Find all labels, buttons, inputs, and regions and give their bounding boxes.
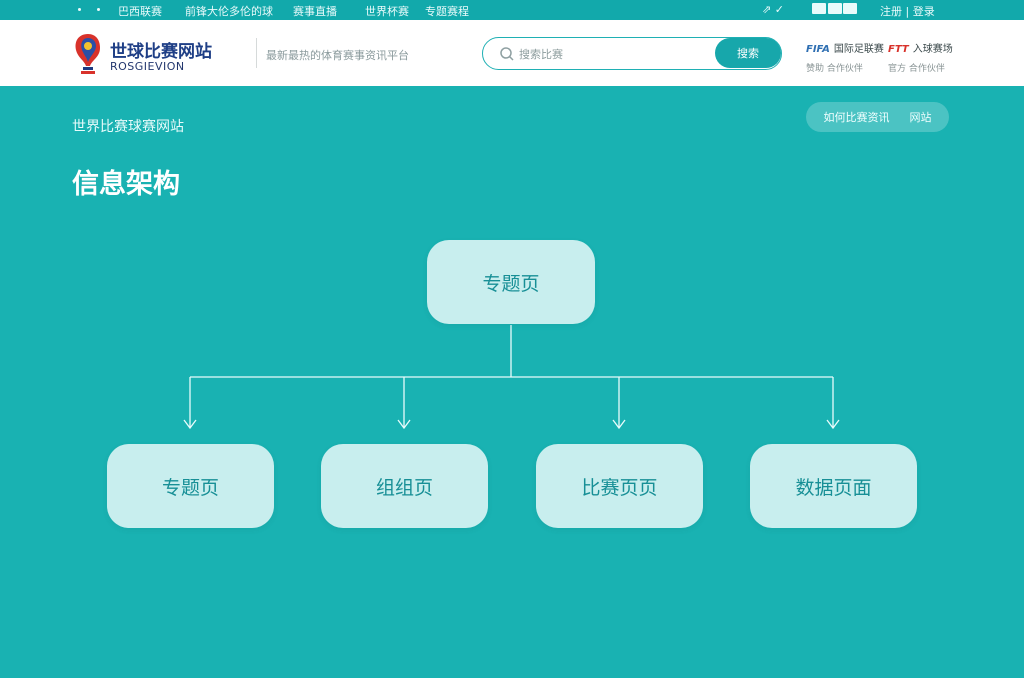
bullet-icon <box>78 8 81 11</box>
partner-logo-2: FTT <box>888 44 909 55</box>
child-node-1[interactable]: 专题页 <box>107 444 274 528</box>
partner-sub-2: 官方 合作伙伴 <box>888 64 945 74</box>
root-node[interactable]: 专题页 <box>427 240 595 324</box>
pill-label-right: 网站 <box>909 111 932 124</box>
arrow-down-icon <box>183 419 197 430</box>
app-icon[interactable] <box>828 3 842 14</box>
pill-label-left: 如何比赛资讯 <box>823 111 890 124</box>
page-title: 信息架构 <box>72 169 180 200</box>
search-bar: 搜索 <box>482 37 782 70</box>
top-link-2[interactable]: 前锋大伦多伦的球 <box>185 5 273 18</box>
share-icon[interactable]: ⇗ ✓ <box>762 3 784 16</box>
partner-sub-1: 赞助 合作伙伴 <box>806 64 863 74</box>
partner-name-2: 入球赛场 <box>912 44 953 55</box>
app-icon[interactable] <box>843 3 857 14</box>
login-link[interactable]: 注册 | 登录 <box>880 5 935 18</box>
child-node-3[interactable]: 比赛页页 <box>536 444 703 528</box>
child-node-2[interactable]: 组组页 <box>321 444 488 528</box>
top-link-3[interactable]: 赛事直播 <box>293 5 337 18</box>
arrow-down-icon <box>826 419 840 430</box>
app-icon[interactable] <box>812 3 826 14</box>
partner-name-1: 国际足联赛 <box>833 44 884 55</box>
top-link-5[interactable]: 专题赛程 <box>425 5 469 18</box>
search-input[interactable] <box>519 45 709 63</box>
trophy-logo-icon[interactable] <box>72 32 104 76</box>
site-header: 世球比赛网站 ROSGIEVION 最新最热的体育赛事资讯平台 搜索 FIFA国… <box>0 20 1024 86</box>
breadcrumb[interactable]: 世界比赛球赛网站 <box>72 119 184 135</box>
divider <box>256 38 257 68</box>
arrow-down-icon <box>397 419 411 430</box>
top-bar: 巴西联赛 前锋大伦多伦的球 赛事直播 世界杯赛 专题赛程 ⇗ ✓ 注册 | 登录 <box>0 0 1024 20</box>
top-link-4[interactable]: 世界杯赛 <box>365 5 409 18</box>
search-button[interactable]: 搜索 <box>715 38 781 68</box>
site-logo-subtitle: ROSGIEVION <box>110 60 185 73</box>
child-node-4[interactable]: 数据页面 <box>750 444 917 528</box>
site-slogan: 最新最热的体育赛事资讯平台 <box>266 49 409 62</box>
arrow-down-icon <box>612 419 626 430</box>
top-link-1[interactable]: 巴西联赛 <box>118 5 162 18</box>
partner-logo-1: FIFA <box>806 44 830 55</box>
search-icon <box>500 47 514 61</box>
bullet-icon <box>97 8 100 11</box>
site-logo-title[interactable]: 世球比赛网站 <box>110 42 212 62</box>
info-pill-button[interactable]: 如何比赛资讯 网站 <box>806 102 949 132</box>
